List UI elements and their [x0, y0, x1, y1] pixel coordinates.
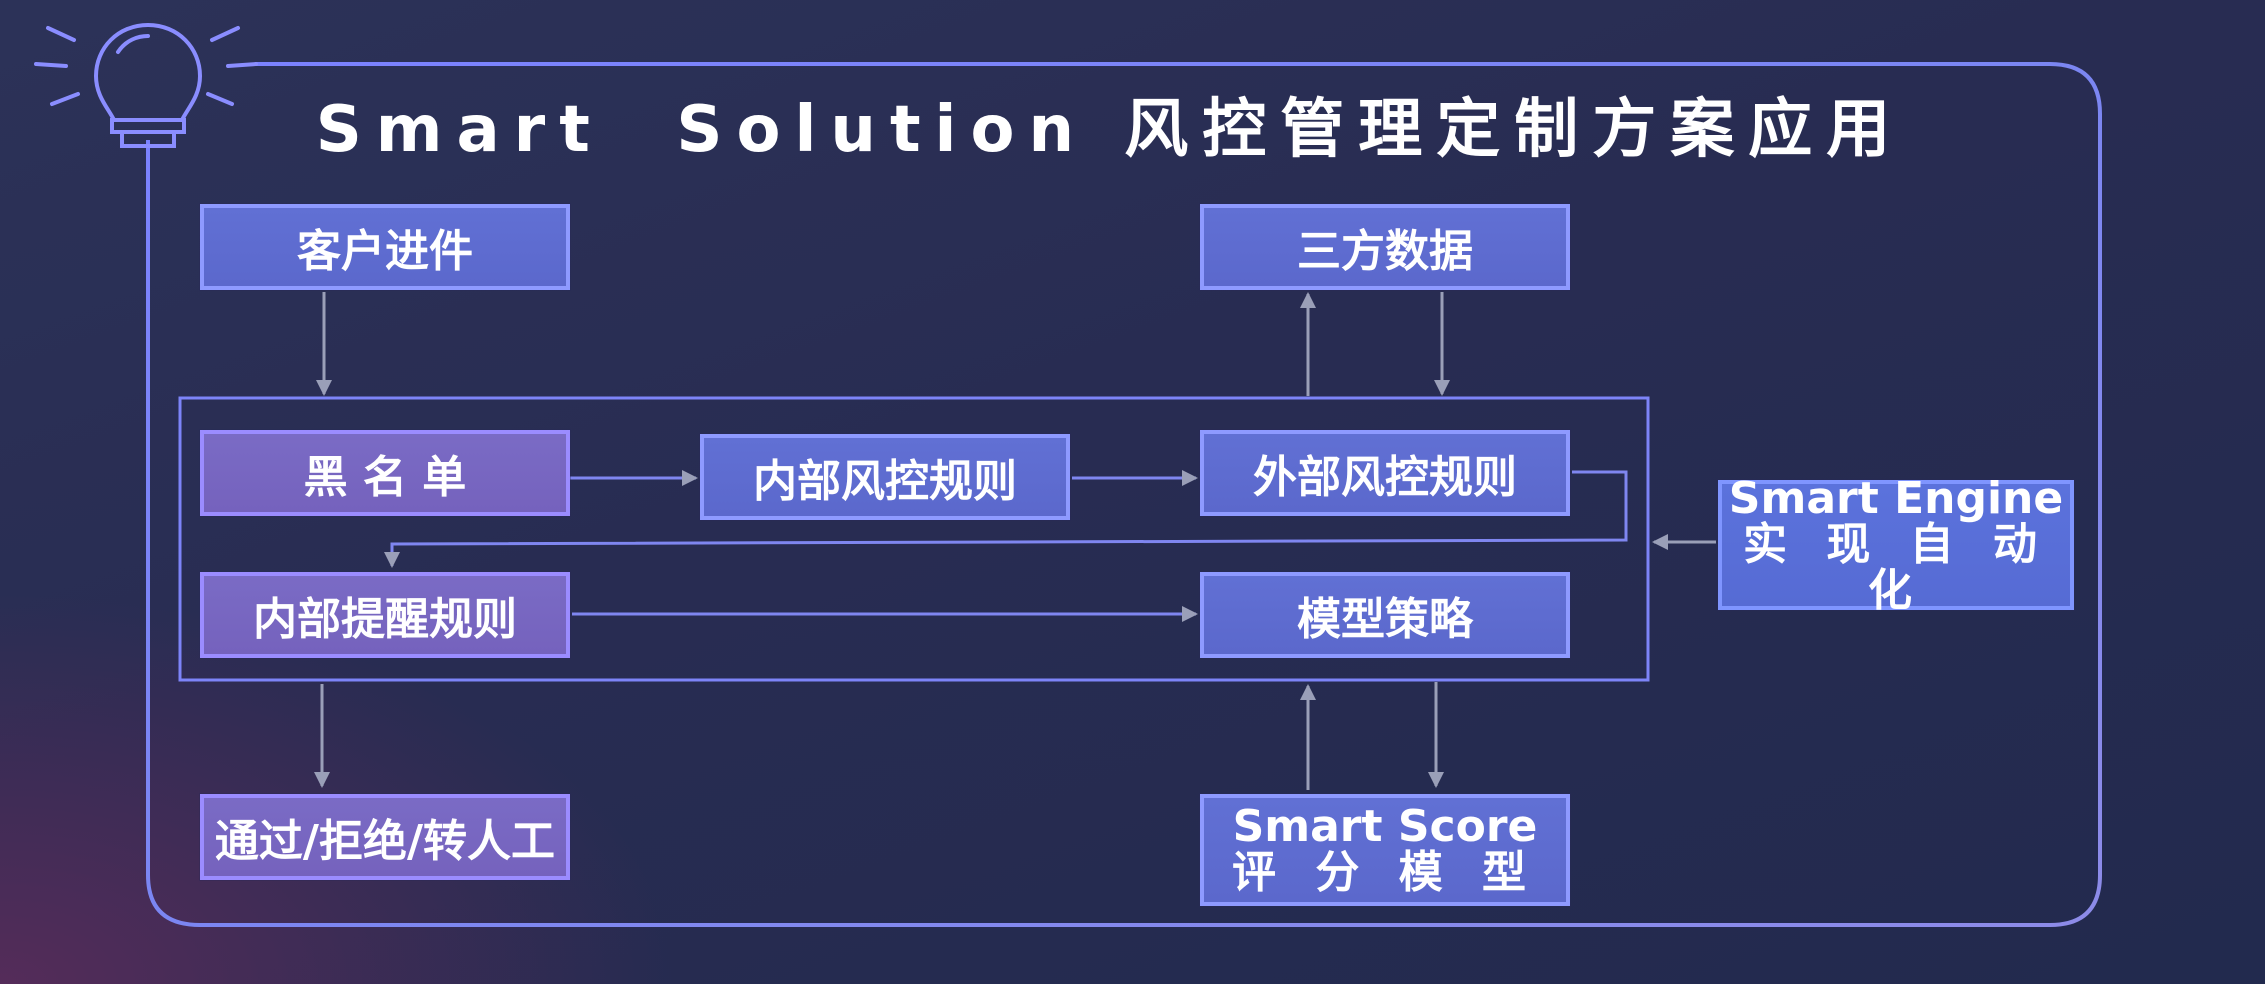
node-external-risk-rules-label: 外部风控规则 — [1253, 452, 1517, 503]
node-model-strategy: 模型策略 — [1200, 572, 1570, 658]
node-blacklist: 黑 名 单 — [200, 430, 570, 516]
lightbulb-icon — [34, 22, 258, 148]
node-smart-engine-line2: 实 现 自 动 化 — [1743, 519, 2049, 616]
node-smart-score-line1: Smart Score — [1232, 801, 1538, 852]
node-blacklist-label: 黑 名 单 — [303, 452, 467, 503]
page-title: Smart Solution 风控管理定制方案应用 — [315, 93, 1905, 167]
node-customer-entry: 客户进件 — [200, 204, 570, 290]
node-internal-alert-rules-label: 内部提醒规则 — [253, 594, 517, 645]
node-smart-engine: Smart Engine 实 现 自 动 化 — [1718, 476, 2074, 614]
node-smart-score-line2: 评 分 模 型 — [1232, 847, 1538, 898]
node-internal-risk-rules-label: 内部风控规则 — [753, 456, 1017, 507]
node-third-party-data: 三方数据 — [1200, 204, 1570, 290]
arrow-external-to-alert — [384, 470, 1628, 568]
node-model-strategy-label: 模型策略 — [1297, 594, 1473, 645]
node-external-risk-rules: 外部风控规则 — [1200, 430, 1570, 516]
node-smart-score: Smart Score 评 分 模 型 — [1200, 794, 1570, 906]
node-decision: 通过/拒绝/转人工 — [200, 794, 570, 880]
node-internal-risk-rules: 内部风控规则 — [700, 434, 1070, 520]
node-third-party-data-label: 三方数据 — [1297, 226, 1473, 277]
outer-frame — [146, 62, 2102, 927]
node-internal-alert-rules: 内部提醒规则 — [200, 572, 570, 658]
node-smart-engine-line1: Smart Engine — [1728, 473, 2064, 524]
node-customer-entry-label: 客户进件 — [297, 226, 473, 277]
rules-group-frame — [178, 396, 1650, 682]
node-decision-label: 通过/拒绝/转人工 — [214, 816, 556, 867]
connectors — [314, 292, 1716, 790]
